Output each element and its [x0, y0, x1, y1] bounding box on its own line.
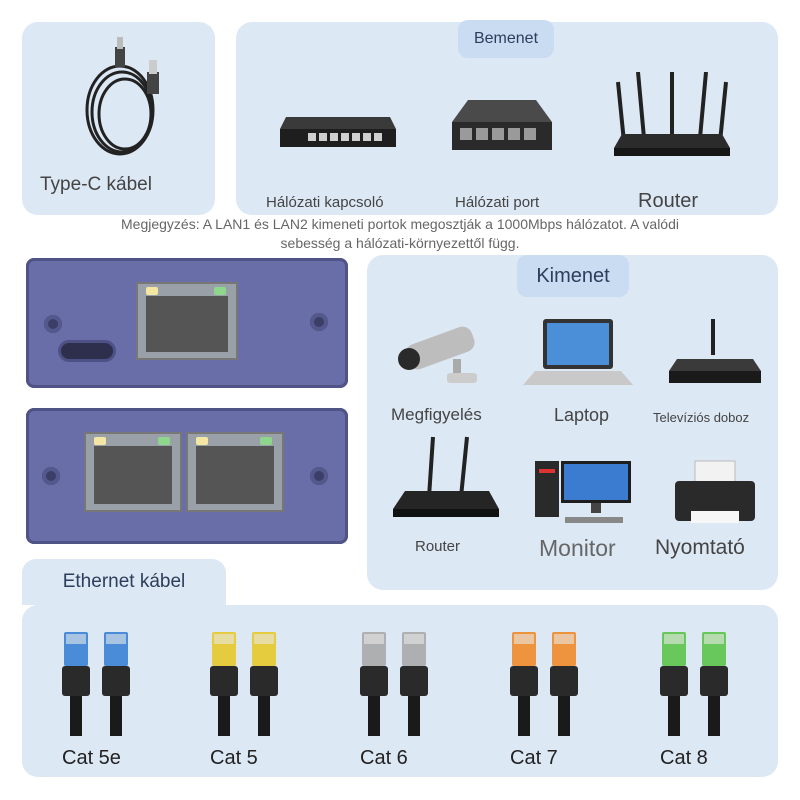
output-tab: Kimenet	[517, 255, 629, 297]
device-output-side	[26, 408, 348, 544]
printer-image	[675, 460, 755, 523]
router-input-label: Router	[638, 190, 699, 212]
screw-icon	[42, 467, 60, 485]
ethernet-cable-image	[510, 632, 578, 736]
screw-icon	[310, 467, 328, 485]
note-line-2: sebesség a hálózati-környezettől függ.	[280, 235, 520, 251]
device-input-side	[26, 258, 348, 388]
screw-icon	[310, 313, 328, 331]
router-output-label: Router	[415, 538, 461, 555]
input-panel: Bemenet Hálózati kapcsoló Hálózati port …	[236, 20, 778, 215]
surveillance-label: Megfigyelés	[391, 405, 482, 424]
cable-label: Cat 5e	[62, 747, 121, 769]
printer-label: Nyomtató	[655, 536, 745, 559]
ethernet-cable-image	[62, 632, 130, 736]
network-switch-image	[280, 117, 396, 147]
rj45-input-port	[136, 282, 238, 360]
cable-label: Cat 6	[360, 747, 408, 769]
network-port-image	[452, 100, 552, 150]
router-image	[614, 72, 730, 156]
network-port-label: Hálózati port	[455, 194, 540, 211]
rj45-lan2-port	[186, 432, 284, 512]
note-line-1: Megjegyzés: A LAN1 és LAN2 kimeneti port…	[121, 216, 679, 232]
monitor-label: Monitor	[539, 535, 616, 561]
cable-label: Cat 5	[210, 747, 258, 769]
ethernet-cable-image	[210, 632, 278, 736]
laptop-label: Laptop	[554, 405, 610, 425]
type-c-cable-image	[85, 37, 159, 156]
screw-icon	[44, 315, 62, 333]
tv-box-image	[669, 319, 761, 383]
type-c-label: Type-C kábel	[40, 174, 152, 195]
usb-c-port	[58, 340, 116, 362]
input-tab: Bemenet	[458, 20, 554, 58]
tv-box-label: Televíziós doboz	[653, 410, 750, 425]
ethernet-cable-image	[360, 632, 428, 736]
cable-label: Cat 7	[510, 747, 558, 769]
cable-label: Cat 8	[660, 747, 708, 769]
ethernet-cable-image	[660, 632, 728, 736]
type-c-panel: Type-C kábel	[22, 22, 215, 215]
output-panel: Kimenet Megfigyelés Laptop Televíziós do…	[367, 255, 778, 590]
surveillance-camera-image	[398, 326, 477, 383]
router-output-image	[393, 436, 499, 517]
network-switch-label: Hálózati kapcsoló	[266, 194, 384, 211]
cable-tab: Ethernet kábel	[22, 559, 226, 605]
laptop-image	[523, 319, 633, 385]
rj45-lan1-port	[84, 432, 182, 512]
desktop-monitor-image	[535, 461, 631, 523]
